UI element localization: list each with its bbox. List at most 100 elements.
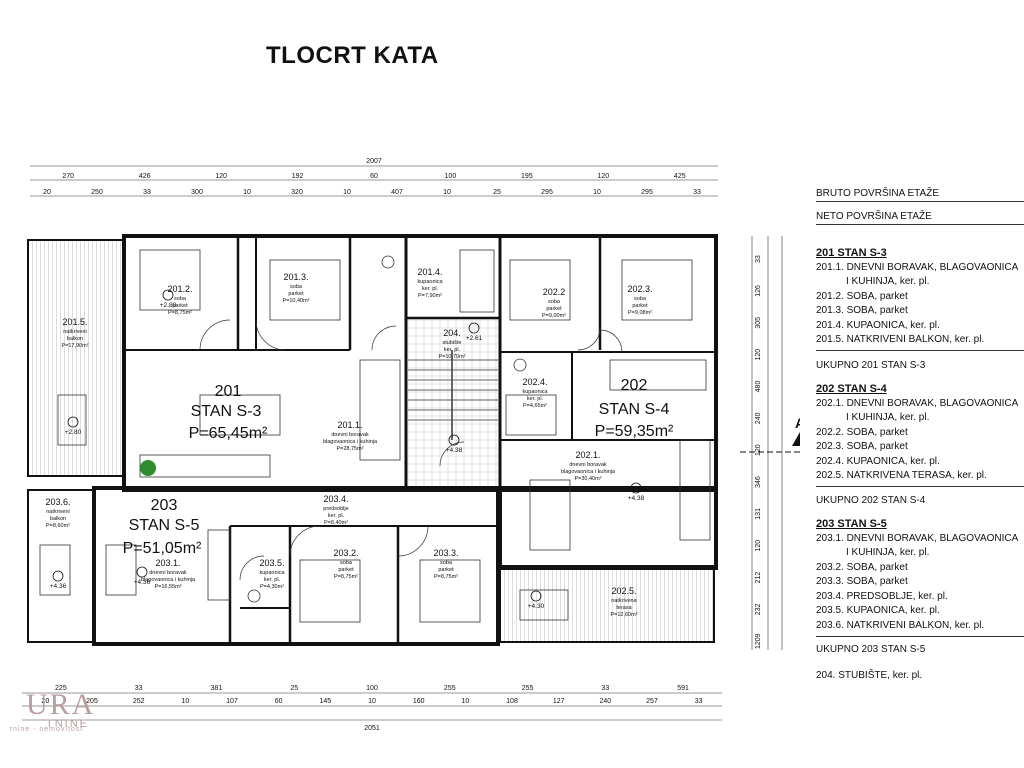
room-area: P=10,40m² [282, 298, 309, 304]
legend-203-item: I KUHINJA, ker. pl. [846, 547, 930, 558]
dim-top-row2: 10 [443, 189, 451, 196]
legend-201-item: I KUHINJA, ker. pl. [846, 276, 930, 287]
stair-steps [408, 350, 498, 440]
dim-bottom-row1: 591 [677, 685, 689, 692]
legend-201-item: 201.1. DNEVNI BORAVAK, BLAGOVAONICA [816, 262, 1019, 273]
legend-rule [816, 224, 1024, 225]
section-mark-label: A [795, 415, 800, 431]
dim-top-row1: 120 [215, 173, 227, 180]
room-area: P=8,60m² [46, 523, 70, 529]
room-area: P=9,08m² [628, 310, 652, 316]
room-id: 202.4. [522, 377, 547, 387]
room-type: soba [174, 296, 187, 302]
room-area: P=4,30m² [260, 584, 284, 590]
drawing-title: TLOCRT KATA [266, 42, 439, 69]
legend-203-item: 203.4. PREDSOBLJE, ker. pl. [816, 591, 948, 602]
room-area: P=17,90m² [61, 343, 88, 349]
legend-202-item: 202.3. SOBA, parket [816, 441, 908, 452]
room-area: P=28,75m² [336, 446, 363, 452]
room-finish: balkon [50, 516, 66, 522]
room-id: 202.2 [543, 287, 566, 297]
legend-201-item: 201.3. SOBA, parket [816, 305, 908, 316]
legend-203-total: UKUPNO 203 STAN S-5 [816, 644, 926, 655]
elevation-symbol [630, 482, 642, 494]
room-type: soba [548, 299, 561, 305]
room-finish: parket [172, 303, 188, 309]
agency-logo: URA TNINE tnine - nemovitost [0, 688, 93, 748]
legend-rule [816, 636, 1024, 637]
furniture [39, 249, 711, 623]
room-area: P=12,60m² [610, 612, 637, 618]
room-finish: parket [546, 306, 562, 312]
room-id: 201.4. [417, 267, 442, 277]
legend-stair: 204. STUBIŠTE, ker. pl. [816, 670, 923, 681]
room-area: P=8,75m² [334, 574, 358, 580]
room-finish: parket [438, 567, 454, 573]
door-swings [199, 319, 623, 581]
dim-top-row1: 120 [597, 173, 609, 180]
dim-right-col: 120 [755, 349, 762, 361]
room-area: P=10,70m² [438, 354, 465, 360]
room-id: 204. [443, 328, 461, 338]
legend-203-item: 203.2. SOBA, parket [816, 562, 908, 573]
room-finish: blagovaonica i kuhinja [561, 469, 616, 475]
dim-bottom-row2: 205 [86, 698, 98, 705]
legend-bruto: BRUTO POVRŠINA ETAŽE [816, 188, 939, 199]
room-type: soba [440, 560, 453, 566]
unit-202-area: P=59,35m² [595, 423, 674, 440]
dim-top-row1: 100 [445, 173, 457, 180]
dim-bottom-row2: 20 [41, 698, 49, 705]
terrace-202-5-hatch [500, 566, 714, 642]
room-type: dnevni boravak [569, 462, 607, 468]
unit-201-area: P=65,45m² [189, 425, 268, 442]
room-finish: ker. pl. [422, 286, 439, 292]
dim-bottom-row2: 60 [275, 698, 283, 705]
dim-right-col: 480 [755, 381, 762, 393]
dim-right-col: 120 [755, 540, 762, 552]
dim-top-row1: 195 [521, 173, 533, 180]
room-type: stubište [443, 340, 462, 346]
room-finish: parket [288, 291, 304, 297]
elevation-symbol [52, 570, 64, 582]
elevation-symbol [530, 590, 542, 602]
dim-top-row2: 25 [493, 189, 501, 196]
dim-bottom-row2: 10 [461, 698, 469, 705]
unit-202-name: STAN S-4 [599, 401, 670, 418]
legend-neto: NETO POVRŠINA ETAŽE [816, 211, 932, 222]
dim-top-row2: 10 [243, 189, 251, 196]
room-type: soba [290, 284, 303, 290]
room-type: dnevni boravak [331, 432, 369, 438]
legend-201-item: 201.5. NATKRIVENI BALKON, ker. pl. [816, 334, 985, 345]
legend-203-item: 203.6. NATKRIVENI BALKON, ker. pl. [816, 620, 985, 631]
elevation-symbol [468, 322, 480, 334]
legend-rule [816, 486, 1024, 487]
room-area: P=30,40m² [574, 476, 601, 482]
dim-top-row2: 320 [291, 189, 303, 196]
dim-bottom-row1: 100 [366, 685, 378, 692]
dim-right-col: 126 [755, 285, 762, 297]
dim-right-col: 240 [755, 412, 762, 424]
dimension-lines [22, 165, 783, 721]
room-finish: terasa [616, 605, 632, 611]
room-finish: blagovaonica i kuhinja [141, 577, 196, 583]
dim-top-row2: 20 [43, 189, 51, 196]
dim-right-col: 212 [755, 572, 762, 584]
dim-bottom-row1: 255 [522, 685, 534, 692]
dim-top-row2: 10 [593, 189, 601, 196]
room-type: predsoblje [323, 506, 348, 512]
unit-203-number: 203 [151, 497, 178, 514]
room-finish: blagovaonica i kuhinja [323, 439, 378, 445]
room-area: P=8,75m² [168, 310, 192, 316]
dim-top-row2: 33 [693, 189, 701, 196]
unit-201-number: 201 [215, 383, 242, 400]
elevation-value: +4.36 [134, 579, 151, 586]
room-id: 201.3. [283, 272, 308, 282]
room-id: 203.4. [323, 494, 348, 504]
legend-203-head: 203 STAN S-5 [816, 518, 887, 530]
room-id: 202.3. [627, 284, 652, 294]
unit-203-area: P=51,05m² [123, 540, 202, 557]
room-area: P=8,40m² [324, 520, 348, 526]
logo-subtext: TNINE [46, 718, 89, 730]
room-labels: 201.2.sobaparketP=8,75m²201.3.sobaparket… [45, 267, 652, 618]
legend-rule [816, 201, 1024, 202]
